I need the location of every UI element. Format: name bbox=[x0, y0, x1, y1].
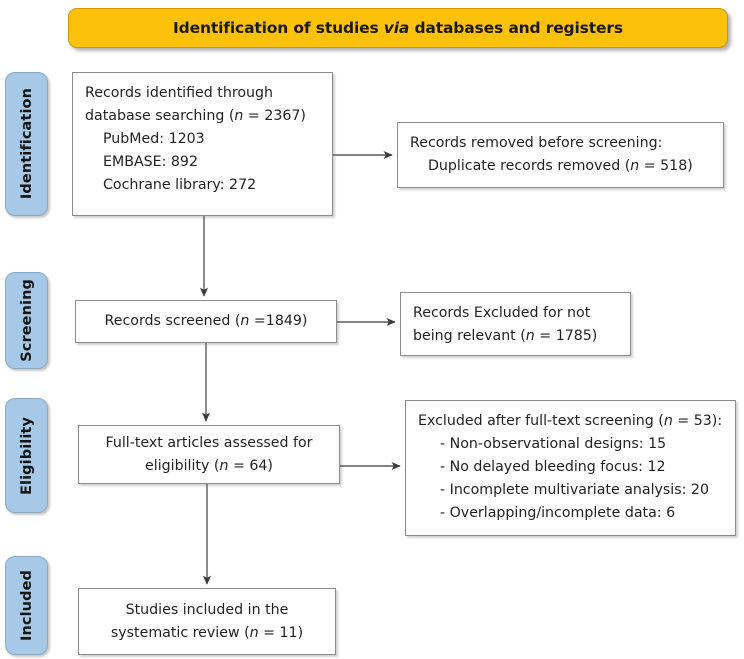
records-identified-source-embase: EMBASE: 892 bbox=[103, 154, 198, 170]
records-removed-line1: Records removed before screening: bbox=[410, 135, 663, 151]
stage-tab-eligibility: Eligibility bbox=[5, 398, 48, 513]
node-records-excluded: Records Excluded for not being relevant … bbox=[400, 292, 631, 356]
banner-title-after: databases and registers bbox=[409, 19, 623, 37]
included-line2-italic: n bbox=[249, 624, 259, 641]
fulltext-line2-italic: n bbox=[219, 457, 229, 474]
stage-tab-screening: Screening bbox=[5, 272, 48, 369]
exclusion-heading-before: Excluded after full-text screening ( bbox=[418, 413, 664, 429]
included-line2-before: systematic review ( bbox=[110, 624, 250, 641]
exclusion-heading-italic: n bbox=[663, 413, 673, 429]
exclusion-reason-4: - Overlapping/incomplete data: 6 bbox=[440, 505, 676, 521]
exclusion-reason-1: - Non-observational designs: 15 bbox=[440, 436, 667, 452]
stage-label-included: Included bbox=[18, 570, 35, 641]
records-identified-line1: Records identified through bbox=[85, 85, 274, 101]
records-screened-italic: n bbox=[240, 313, 250, 329]
node-exclusion-reasons: Excluded after full-text screening (n = … bbox=[405, 400, 736, 536]
stage-label-identification: Identification bbox=[18, 88, 35, 200]
records-excluded-line2-before: being relevant ( bbox=[413, 328, 526, 344]
exclusion-reason-2: - No delayed bleeding focus: 12 bbox=[440, 459, 666, 475]
records-identified-source-pubmed: PubMed: 1203 bbox=[103, 131, 205, 147]
stage-tab-included: Included bbox=[5, 556, 48, 655]
records-removed-line2: Duplicate records removed (n = 518) bbox=[410, 155, 711, 178]
node-records-removed: Records removed before screening: Duplic… bbox=[397, 122, 724, 188]
included-line2-after: = 11) bbox=[258, 624, 304, 641]
fulltext-line1: Full-text articles assessed for bbox=[105, 434, 313, 451]
banner-title-italic: via bbox=[383, 19, 410, 37]
fulltext-line2-after: = 64) bbox=[228, 457, 273, 474]
records-identified-line2-italic: n bbox=[234, 108, 244, 124]
records-excluded-line2-after: = 1785) bbox=[534, 328, 598, 344]
records-excluded-line2-italic: n bbox=[525, 328, 535, 344]
records-removed-line2-after: = 518) bbox=[639, 158, 693, 174]
exclusion-heading-after: = 53): bbox=[672, 413, 723, 429]
banner-title-before: Identification of studies bbox=[173, 19, 384, 37]
stage-label-eligibility: Eligibility bbox=[18, 416, 35, 495]
node-records-screened: Records screened (n =1849) bbox=[75, 300, 337, 343]
records-removed-line2-italic: n bbox=[630, 158, 640, 174]
records-identified-line2-after: = 2367) bbox=[243, 108, 306, 124]
records-excluded-line1: Records Excluded for not bbox=[413, 305, 591, 321]
records-screened-after: =1849) bbox=[249, 313, 308, 329]
records-identified-line2-before: database searching ( bbox=[85, 108, 235, 124]
banner-title: Identification of studies via databases … bbox=[173, 19, 623, 37]
records-screened-before: Records screened ( bbox=[104, 313, 241, 329]
stage-label-screening: Screening bbox=[18, 279, 35, 362]
node-records-identified: Records identified through database sear… bbox=[72, 72, 333, 216]
records-removed-line2-before: Duplicate records removed ( bbox=[428, 158, 631, 174]
node-fulltext-assessed: Full-text articles assessed for eligibil… bbox=[78, 425, 340, 484]
included-line1: Studies included in the bbox=[125, 601, 289, 618]
stage-tab-identification: Identification bbox=[5, 72, 48, 216]
header-banner: Identification of studies via databases … bbox=[68, 8, 728, 48]
records-identified-source-cochrane: Cochrane library: 272 bbox=[103, 177, 257, 193]
exclusion-reason-3: - Incomplete multivariate analysis: 20 bbox=[440, 482, 709, 498]
fulltext-line2-before: eligibility ( bbox=[145, 457, 220, 474]
node-studies-included: Studies included in the systematic revie… bbox=[78, 588, 336, 655]
